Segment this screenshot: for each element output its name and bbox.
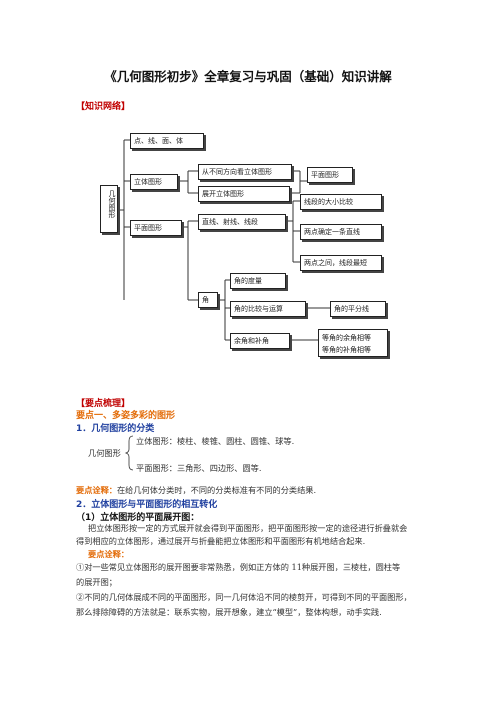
equal-supplement-text: 等角的补角相等	[322, 346, 371, 354]
diagram-node-solid: 立体图形	[130, 174, 178, 190]
item-one-line-one: ①对一些常见立体图形的展开图要非常熟悉，例如正方体的 11种展开图，三棱柱，圆柱…	[76, 562, 401, 572]
diagram-node-two-points-line: 两点确定一条直线	[300, 224, 382, 240]
classify-root: 几何图形	[88, 448, 121, 458]
note-two-label: 要点诠释：	[88, 549, 129, 559]
para-one-line-one: 把立体图形按一定的方式展开就会得到平面图形，把平面图形按一定的途径进行折叠就会	[88, 523, 408, 533]
diagram-node-points-lines: 点、线、面、体	[130, 133, 204, 149]
knowledge-network-heading: 【知识网络】	[76, 102, 131, 112]
diagram-node-angle-compare: 角的比较与运算	[230, 301, 306, 317]
classify-plane: 平面图形：三角形、四边形、圆等.	[136, 463, 262, 473]
diagram-node-plane: 平面图形	[130, 220, 182, 236]
para-one-line-two: 得到相应的立体图形，通过展开与折叠能把立体图形和平面图形有机地结合起来.	[76, 536, 366, 546]
note-one: 要点诠释：在给几何体分类时，不同的分类标准有不同的分类结果.	[76, 484, 316, 496]
diagram-node-complement: 余角和补角	[230, 333, 290, 349]
diagram-node-equal-angles: 等角的余角相等 等角的补角相等	[318, 329, 388, 357]
key-point-two: 2．立体图形与平面图形的相互转化	[76, 500, 218, 510]
key-points-heading: 【要点梳理】	[76, 399, 131, 409]
diagram-node-angle-measure: 角的度量	[230, 273, 286, 289]
item-two-line-two: 那么排除障碍的方法就是：联系实物，展开想象，建立“模型”，整体构想，动手实践.	[76, 607, 382, 617]
diagram-node-lines-rays: 直线、射线、线段	[198, 214, 286, 230]
diagram-node-view-from-dirs: 从不同方向看立体图形	[198, 164, 292, 180]
diagram-node-segment-compare: 线段的大小比较	[300, 194, 382, 210]
key-point-one: 要点一、多姿多彩的图形	[76, 411, 176, 421]
item-one-line-two: 的展开图；	[76, 577, 117, 587]
classification-heading: 1．几何图形的分类	[76, 424, 155, 434]
page-title: 《几何图形初步》全章复习与巩固（基础）知识讲解	[104, 69, 392, 84]
classify-solid: 立体图形：棱柱、棱锥、圆柱、圆锥、球等.	[136, 436, 295, 446]
equal-complement-text: 等角的余角相等	[322, 334, 371, 342]
diagram-node-root: 几何图形	[100, 185, 118, 233]
diagram-node-angle-bisector: 角的平分线	[330, 301, 386, 317]
diagram-node-unfold-solid: 展开立体图形	[198, 186, 290, 202]
note-one-text: 在给几何体分类时，不同的分类标准有不同的分类结果.	[116, 485, 317, 495]
diagram-node-angle: 角	[198, 292, 218, 308]
unfold-heading: （1）立体图形的平面展开图：	[76, 513, 200, 523]
note-one-label: 要点诠释：	[76, 485, 117, 495]
diagram-node-plane-figure-right: 平面图形	[307, 167, 353, 183]
diagram-node-two-points-shortest: 两点之间，线段最短	[300, 255, 382, 271]
item-two-line-one: ②不同的几何体展成不同的平面图形，同一几何体沿不同的棱剪开，可得到不同的平面图形…	[76, 592, 412, 602]
